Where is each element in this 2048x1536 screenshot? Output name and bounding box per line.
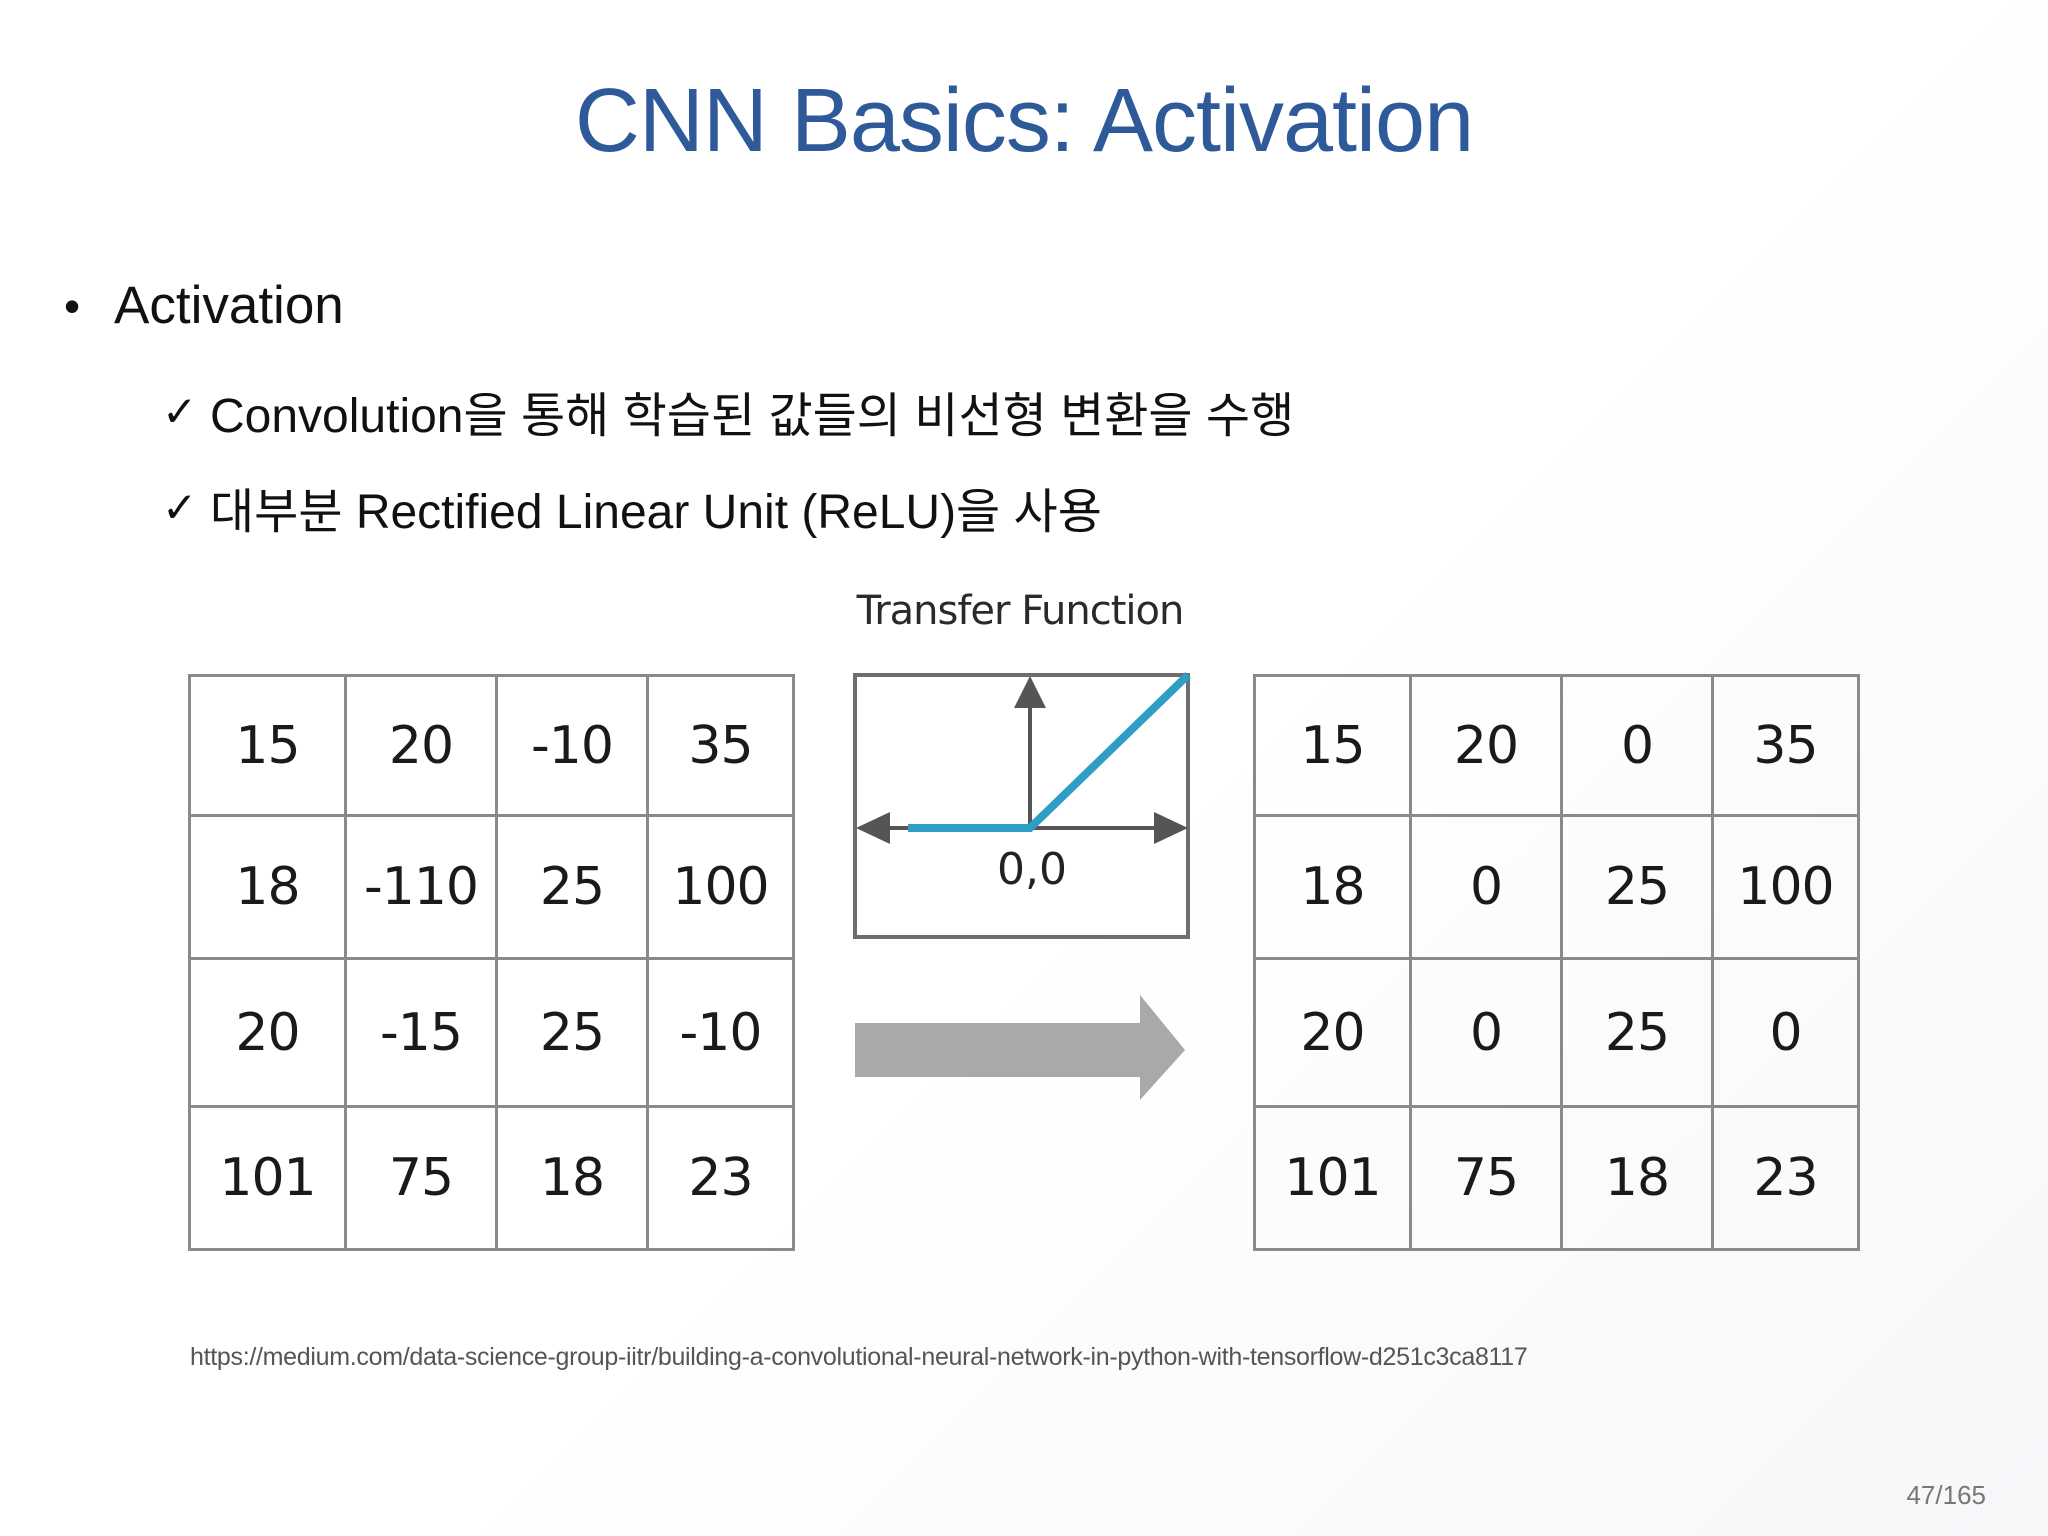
transfer-function-label: Transfer Function [856, 588, 1185, 634]
bullet-dot: • [64, 279, 81, 332]
matrix-cell: 100 [646, 814, 795, 960]
matrix-cell: 20 [344, 674, 498, 817]
origin-label: 0,0 [997, 844, 1067, 895]
matrix-cell: 101 [188, 1105, 347, 1251]
matrix-cell: 0 [1711, 957, 1860, 1108]
matrix-row: 20 0 25 0 [1253, 957, 1860, 1108]
matrix-row: 18 0 25 100 [1253, 814, 1860, 960]
bullet-label: Activation [114, 276, 344, 335]
matrix-cell: 25 [1560, 957, 1714, 1108]
matrix-cell: 35 [646, 674, 795, 817]
bullet-activation: • Activation [64, 275, 344, 336]
matrix-cell: 23 [646, 1105, 795, 1251]
matrix-cell: -15 [344, 957, 498, 1108]
sub-point-2: ✓ 대부분 Rectified Linear Unit (ReLU)을 사용 [162, 472, 1102, 542]
matrix-cell: 18 [1253, 814, 1412, 960]
matrix-cell: 18 [495, 1105, 649, 1251]
matrix-cell: 23 [1711, 1105, 1860, 1251]
matrix-cell: 15 [1253, 674, 1412, 817]
matrix-cell: 100 [1711, 814, 1860, 960]
matrix-row: 101 75 18 23 [1253, 1105, 1860, 1251]
matrix-cell: 0 [1409, 957, 1563, 1108]
matrix-cell: 20 [1409, 674, 1563, 817]
matrix-cell: 20 [188, 957, 347, 1108]
source-link[interactable]: https://medium.com/data-science-group-ii… [190, 1343, 1528, 1371]
matrix-row: 101 75 18 23 [188, 1105, 795, 1251]
x-axis-right-arrow-icon [1154, 812, 1188, 844]
matrix-cell: 25 [495, 957, 649, 1108]
x-axis-left-arrow-icon [856, 812, 890, 844]
matrix-cell: 101 [1253, 1105, 1412, 1251]
page-number: 47/165 [1906, 1480, 1986, 1510]
slide-title: CNN Basics: Activation [574, 71, 1474, 171]
graph-frame [853, 673, 1190, 939]
matrix-cell: 75 [1409, 1105, 1563, 1251]
matrix-cell: 35 [1711, 674, 1860, 817]
y-axis-arrow-icon [1014, 676, 1046, 708]
right-arrow-icon [855, 995, 1185, 1100]
matrix-cell: 20 [1253, 957, 1412, 1108]
relu-graph: 0,0 [853, 672, 1191, 939]
matrix-cell: 25 [495, 814, 649, 960]
matrix-cell: -10 [646, 957, 795, 1108]
input-matrix: 15 20 -10 35 18 -110 25 100 20 -15 25 -1… [188, 674, 795, 1251]
matrix-cell: 18 [188, 814, 347, 960]
matrix-row: 15 20 0 35 [1253, 674, 1860, 817]
matrix-cell: 0 [1409, 814, 1563, 960]
matrix-cell: 15 [188, 674, 347, 817]
matrix-row: 18 -110 25 100 [188, 814, 795, 960]
sub-point-1: ✓ Convolution을 통해 학습된 값들의 비선형 변환을 수행 [162, 376, 1294, 446]
matrix-cell: -110 [344, 814, 498, 960]
matrix-cell: 25 [1560, 814, 1714, 960]
matrix-row: 15 20 -10 35 [188, 674, 795, 817]
matrix-cell: -10 [495, 674, 649, 817]
matrix-cell: 0 [1560, 674, 1714, 817]
sub-point-text: Convolution을 통해 학습된 값들의 비선형 변환을 수행 [210, 390, 1295, 443]
matrix-cell: 75 [344, 1105, 498, 1251]
matrix-cell: 18 [1560, 1105, 1714, 1251]
output-matrix: 15 20 0 35 18 0 25 100 20 0 25 0 101 75 … [1253, 674, 1860, 1251]
checkmark-icon: ✓ [162, 483, 198, 531]
checkmark-icon: ✓ [162, 387, 198, 435]
sub-point-text: 대부분 Rectified Linear Unit (ReLU)을 사용 [210, 486, 1102, 539]
relu-line [908, 672, 1191, 832]
matrix-row: 20 -15 25 -10 [188, 957, 795, 1108]
